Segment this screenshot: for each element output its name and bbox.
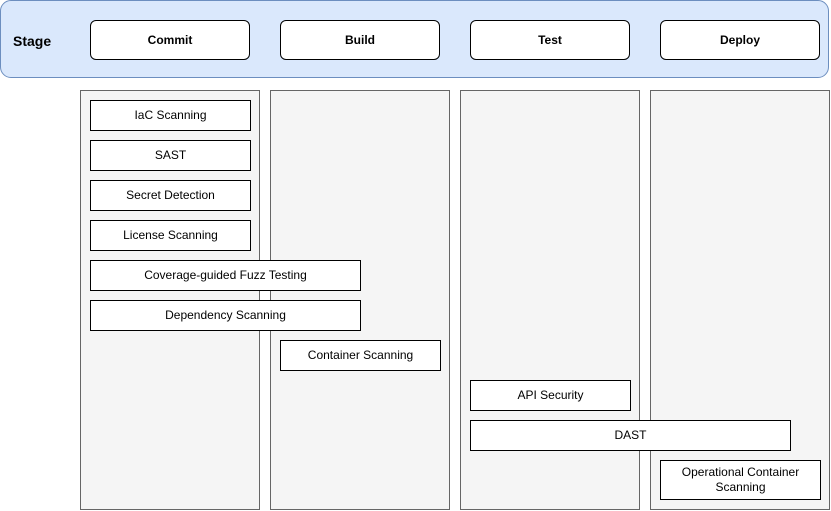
task-iac-scanning: IaC Scanning [90, 100, 251, 131]
task-sast: SAST [90, 140, 251, 171]
task-dast: DAST [470, 420, 791, 451]
stage-deploy: Deploy [660, 20, 820, 60]
task-container-scanning: Container Scanning [280, 340, 441, 371]
task-fuzz-testing: Coverage-guided Fuzz Testing [90, 260, 361, 291]
stage-build: Build [280, 20, 440, 60]
task-license-scanning: License Scanning [90, 220, 251, 251]
task-secret-detection: Secret Detection [90, 180, 251, 211]
task-operational-container-scanning: Operational Container Scanning [660, 460, 821, 500]
task-api-security: API Security [470, 380, 631, 411]
stage-commit: Commit [90, 20, 250, 60]
stage-label: Stage [13, 33, 52, 49]
task-dependency-scanning: Dependency Scanning [90, 300, 361, 331]
stage-test: Test [470, 20, 630, 60]
